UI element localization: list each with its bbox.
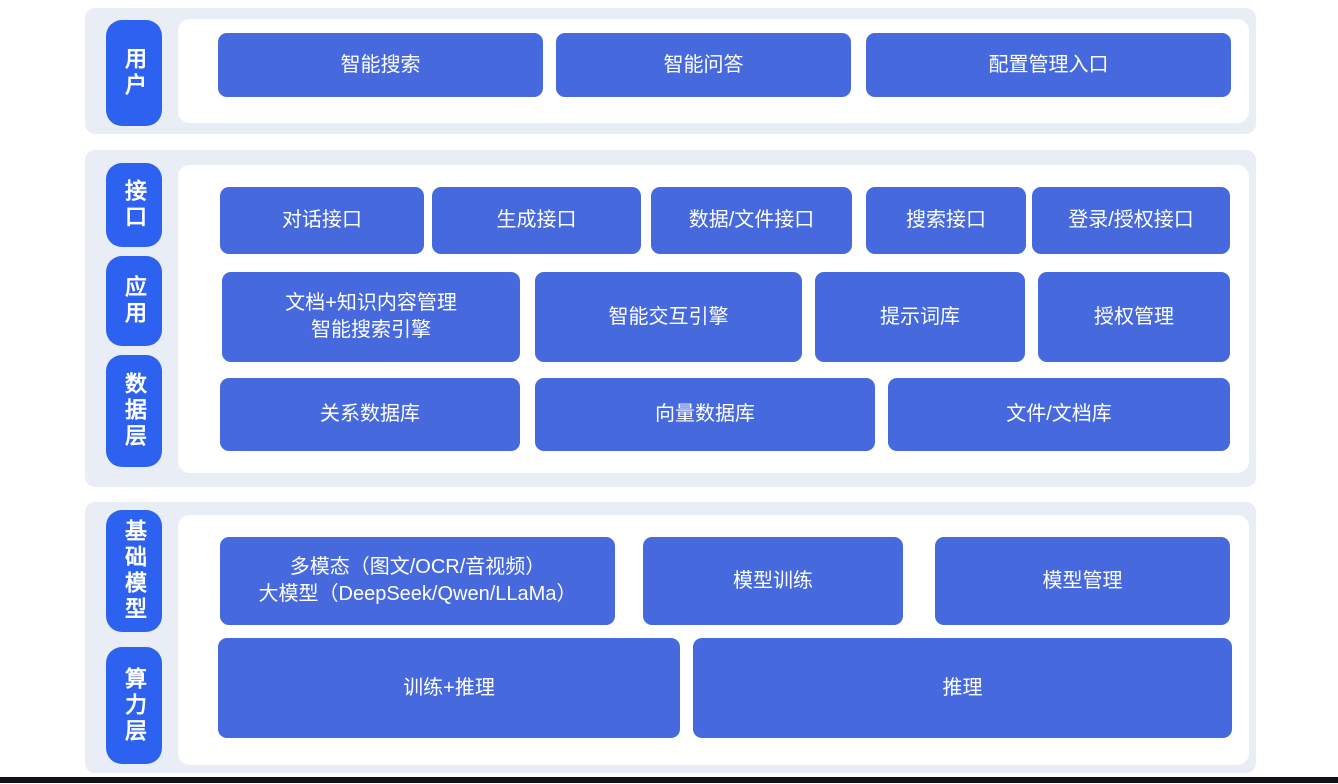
data-row: 关系数据库 向量数据库 文件/文档库	[178, 378, 1249, 451]
layer-label-data: 数据层	[106, 355, 162, 467]
box-model-management: 模型管理	[935, 537, 1230, 625]
application-row: 文档+知识内容管理 智能搜索引擎 智能交互引擎 提示词库 授权管理	[178, 272, 1249, 362]
layer-label-interface: 接口	[106, 163, 162, 247]
box-intelligent-interaction-engine: 智能交互引擎	[535, 272, 802, 362]
box-config-management-entry: 配置管理入口	[866, 33, 1231, 97]
layer-band-user: 用户 智能搜索 智能问答 配置管理入口	[85, 8, 1256, 134]
box-dialog-api: 对话接口	[220, 187, 424, 254]
window-bottom-edge	[0, 777, 1338, 783]
box-doc-knowledge-search-engine: 文档+知识内容管理 智能搜索引擎	[222, 272, 520, 362]
compute-row: 训练+推理 推理	[178, 638, 1249, 738]
layer-label-user: 用户	[106, 20, 162, 126]
box-data-file-api: 数据/文件接口	[651, 187, 852, 254]
user-layer-panel: 智能搜索 智能问答 配置管理入口	[178, 19, 1249, 123]
box-prompt-library: 提示词库	[815, 272, 1025, 362]
box-generation-api: 生成接口	[432, 187, 641, 254]
box-model-training: 模型训练	[643, 537, 903, 625]
layer-label-compute: 算力层	[106, 647, 162, 764]
layer-label-application: 应用	[106, 256, 162, 346]
foundation-layer-panel: 多模态（图文/OCR/音视频） 大模型（DeepSeek/Qwen/LLaMa）…	[178, 515, 1249, 765]
box-intelligent-search: 智能搜索	[218, 33, 543, 97]
box-auth-management: 授权管理	[1038, 272, 1230, 362]
box-training-inference: 训练+推理	[218, 638, 680, 738]
layer-label-foundation-model: 基础模型	[106, 510, 162, 632]
box-multimodal-llm: 多模态（图文/OCR/音视频） 大模型（DeepSeek/Qwen/LLaMa）	[220, 537, 615, 625]
box-search-api: 搜索接口	[866, 187, 1026, 254]
box-inference: 推理	[693, 638, 1232, 738]
box-login-auth-api: 登录/授权接口	[1032, 187, 1230, 254]
box-file-doc-store: 文件/文档库	[888, 378, 1230, 451]
box-vector-db: 向量数据库	[535, 378, 875, 451]
box-intelligent-qa: 智能问答	[556, 33, 851, 97]
box-relational-db: 关系数据库	[220, 378, 520, 451]
layer-band-foundation-compute: 基础模型 算力层 多模态（图文/OCR/音视频） 大模型（DeepSeek/Qw…	[85, 502, 1256, 773]
layer-band-interface-application-data: 接口 应用 数据层 对话接口 生成接口 数据/文件接口 搜索接口 登录/授权接口…	[85, 150, 1256, 487]
middle-layer-panel: 对话接口 生成接口 数据/文件接口 搜索接口 登录/授权接口 文档+知识内容管理…	[178, 165, 1249, 473]
interface-row: 对话接口 生成接口 数据/文件接口 搜索接口 登录/授权接口	[178, 187, 1249, 254]
user-layer-row: 智能搜索 智能问答 配置管理入口	[178, 33, 1249, 97]
foundation-model-row: 多模态（图文/OCR/音视频） 大模型（DeepSeek/Qwen/LLaMa）…	[178, 537, 1249, 625]
